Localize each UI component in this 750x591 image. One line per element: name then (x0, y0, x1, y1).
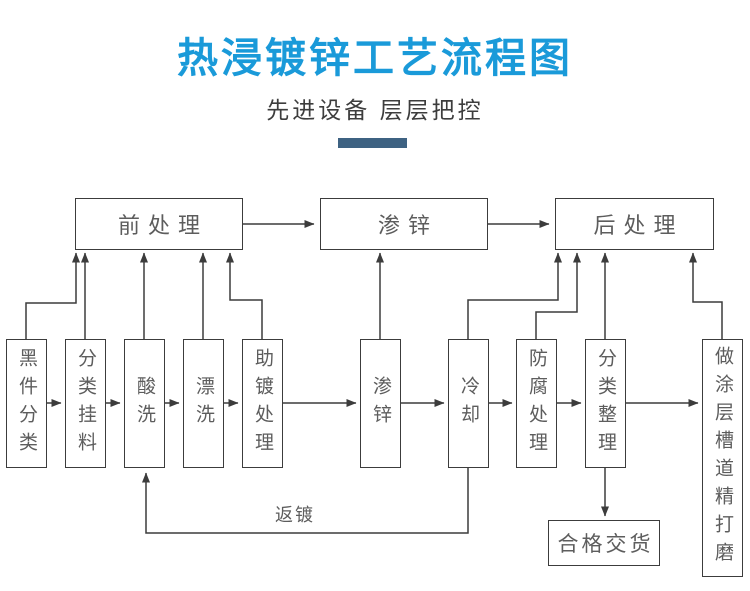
process-box-cooling: 冷却 (448, 339, 489, 468)
stage-box-label: 前处理 (117, 213, 208, 238)
process-box-label: 分类挂料 (75, 347, 96, 460)
title-divider (338, 138, 407, 148)
connector-cooling-to-post (467, 252, 562, 339)
process-box-sorting-arrangement: 分类整理 (585, 339, 626, 468)
process-box-zinc-dipping: 渗锌 (360, 339, 401, 468)
connector-feedback-replate (142, 468, 469, 534)
stage-box-pretreatment: 前处理 (75, 198, 243, 250)
delivery-box-label: 合格交货 (557, 532, 654, 556)
delivery-box: 合格交货 (548, 520, 660, 566)
connector-anticorrosion-to-post (535, 252, 581, 339)
stage-box-zinc-infiltration: 渗锌 (320, 198, 488, 250)
connector-blackparts-to-pre (25, 252, 80, 339)
feedback-label: 返镀 (275, 505, 315, 525)
process-box-anticorrosion-treatment: 防腐处理 (516, 339, 557, 468)
process-box-acid-washing: 酸洗 (124, 339, 165, 468)
process-box-rinsing: 漂洗 (183, 339, 224, 468)
process-box-black-parts-sorting: 黑件分类 (6, 339, 47, 468)
process-box-label: 助镀处理 (252, 347, 273, 460)
process-box-sorting-hanging: 分类挂料 (65, 339, 106, 468)
process-box-label: 冷却 (458, 375, 479, 432)
process-box-label: 黑件分类 (16, 347, 37, 460)
process-box-flux-treatment: 助镀处理 (242, 339, 283, 468)
process-box-label: 漂洗 (193, 375, 214, 432)
connector-polishing-to-post (689, 252, 723, 339)
process-box-label: 酸洗 (134, 375, 155, 432)
process-box-label: 做涂层槽道精打磨 (712, 346, 733, 570)
stage-box-label: 渗锌 (377, 213, 438, 238)
process-box-label: 渗锌 (370, 375, 391, 432)
process-box-label: 防腐处理 (526, 347, 547, 460)
connector-flux-to-pre (226, 252, 263, 339)
page-subtitle: 先进设备 层层把控 (266, 97, 484, 123)
stage-box-posttreatment: 后处理 (555, 198, 714, 250)
stage-box-label: 后处理 (593, 213, 684, 238)
page-title: 热浸镀锌工艺流程图 (177, 35, 573, 81)
process-box-coating-groove-polishing: 做涂层槽道精打磨 (702, 339, 743, 577)
process-box-label: 分类整理 (595, 347, 616, 460)
